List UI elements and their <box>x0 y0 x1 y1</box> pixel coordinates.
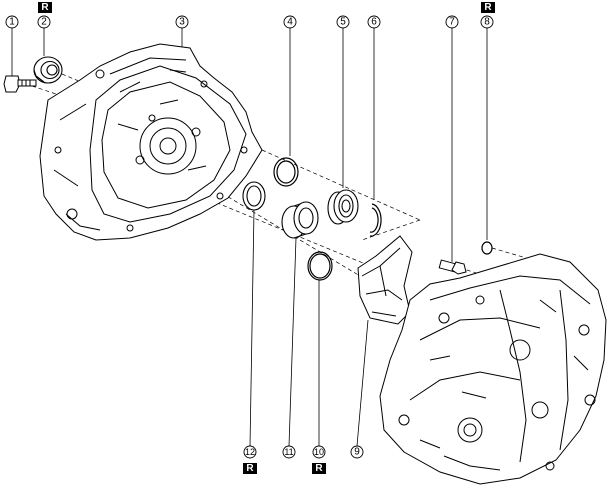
callout-4-circle <box>283 15 297 29</box>
replace-badge-part-12: R <box>243 463 257 474</box>
part-3-clutch-housing <box>39 43 263 241</box>
svg-text:R: R <box>484 2 492 13</box>
callout-6-label: 6 <box>371 17 377 28</box>
callout-1-circle <box>5 15 19 29</box>
callout-3-label: 3 <box>179 17 185 28</box>
part-4-snap-ring <box>273 157 299 187</box>
callout-12-circle <box>243 445 257 459</box>
part-6-snap-ring <box>369 203 382 237</box>
transaxle-case <box>379 253 607 485</box>
callout-8-label: 8 <box>484 17 490 28</box>
callout-10-label: 10 <box>314 447 324 457</box>
callout-5-label: 5 <box>340 17 346 28</box>
callout-2-circle <box>37 15 51 29</box>
replace-badges: R R R R <box>38 2 495 474</box>
callout-9-circle <box>350 445 364 459</box>
part-10-o-ring <box>307 251 333 281</box>
callout-9-label: 9 <box>354 447 360 458</box>
callout-11-label: 11 <box>284 447 293 457</box>
callout-3-circle <box>175 15 189 29</box>
callout-numbers: 1 2 3 4 5 6 7 8 9 10 11 12 <box>9 17 490 458</box>
callout-6-circle <box>367 15 381 29</box>
replace-badge-part-10: R <box>312 463 326 474</box>
callout-2-label: 2 <box>41 17 47 28</box>
callout-8-circle <box>480 15 494 29</box>
svg-text:R: R <box>41 2 49 13</box>
part-2-oil-seal <box>33 56 63 84</box>
replace-badge-part-2: R <box>38 2 52 13</box>
part-8-o-ring <box>481 241 493 255</box>
callout-circles <box>5 15 494 459</box>
part-12-shim <box>242 181 266 211</box>
callout-leaders <box>11 28 488 447</box>
callout-5-circle <box>336 15 350 29</box>
svg-text:R: R <box>246 463 254 474</box>
part-9-baffle-plate <box>357 235 413 325</box>
part-1-bolt <box>3 75 37 93</box>
callout-4-label: 4 <box>287 17 293 28</box>
svg-text:R: R <box>315 463 323 474</box>
callout-7-circle <box>445 15 459 29</box>
part-7-bolt <box>438 259 467 275</box>
callout-12-label: 12 <box>245 447 255 457</box>
callout-7-label: 7 <box>449 17 455 28</box>
callout-10-circle <box>312 445 326 459</box>
callout-1-label: 1 <box>9 17 15 28</box>
callout-11-circle <box>282 445 296 459</box>
part-11-bearing-race <box>281 201 319 239</box>
part-5-bearing <box>327 189 359 225</box>
replace-badge-part-8: R <box>481 2 495 13</box>
